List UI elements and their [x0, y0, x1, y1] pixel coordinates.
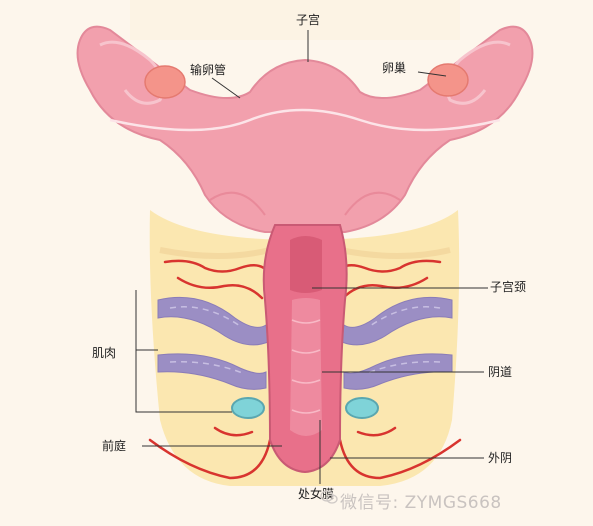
label-vulva: 外阴	[488, 452, 512, 464]
wechat-icon	[320, 489, 338, 505]
label-vestibule: 前庭	[102, 440, 126, 452]
watermark-text: 微信号: ZYMGS668	[340, 488, 502, 513]
label-uterus: 子宫	[296, 14, 320, 26]
label-cervix: 子宫颈	[490, 281, 526, 293]
left-gland	[232, 398, 264, 418]
label-ovary: 卵巢	[382, 62, 406, 74]
label-fallopian-tube: 输卵管	[190, 64, 226, 76]
label-vagina: 阴道	[488, 366, 512, 378]
label-muscle: 肌肉	[92, 347, 116, 359]
left-ovary	[145, 66, 185, 98]
right-ovary	[428, 64, 468, 96]
right-gland	[346, 398, 378, 418]
